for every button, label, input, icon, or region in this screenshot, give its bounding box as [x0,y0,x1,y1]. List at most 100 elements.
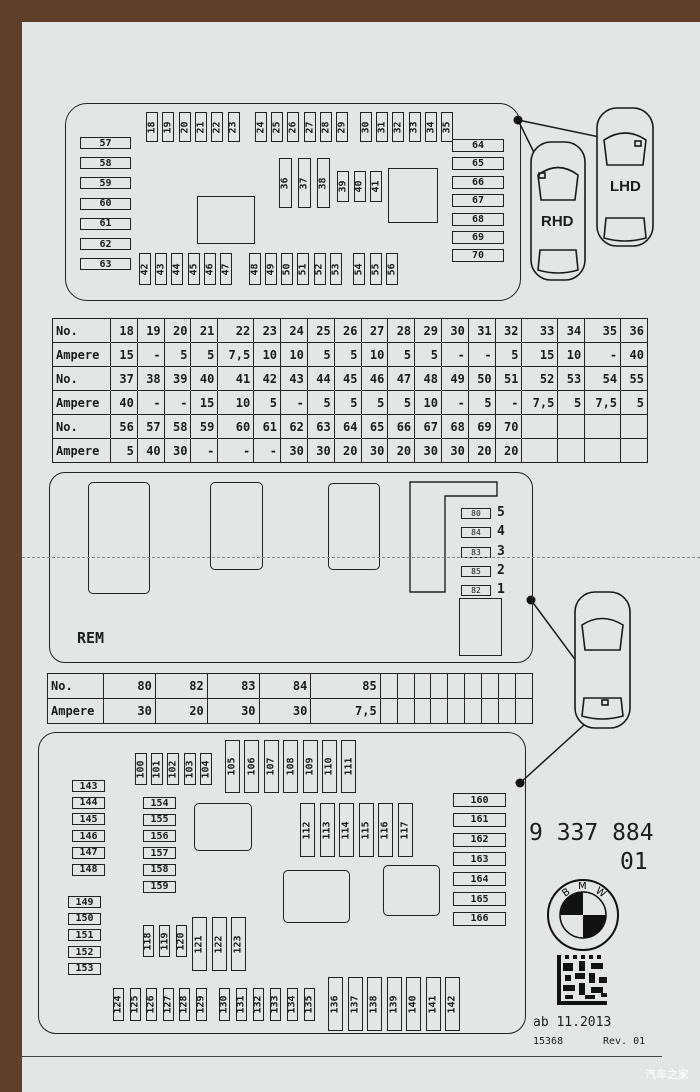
fuse-number: 150 [75,913,94,925]
fuse-number: 32 [392,120,404,134]
fuse-slot: 66 [452,175,504,189]
slot-position: 5 [497,505,505,520]
fuse-number: 138 [369,994,380,1014]
fuse-slot: 117 [397,803,413,857]
fuse-slot: 30 [359,112,372,142]
table-cell: 40 [620,342,648,367]
fuse-number: 121 [194,934,205,954]
fuse-number: 109 [304,757,316,776]
fuse-slot: 37 [298,158,311,208]
fuse-slot: 31 [375,112,388,142]
fuse-slot: 135 [304,988,315,1021]
table-cell [447,673,466,699]
fuse-number: 54 [353,262,365,276]
fuse-number: 116 [380,820,391,840]
fuse-slot: 24 [254,112,267,142]
table-cell [620,438,648,463]
fuse-slot: 150 [68,912,101,925]
fuse-number: 110 [324,757,335,776]
table-cell: 30 [360,438,389,463]
table-cell: 62 [280,414,308,439]
fuse-slot: 136 [328,977,343,1031]
relay-block [194,803,252,851]
fuse-slot: 65 [452,157,504,171]
fuse-number: 153 [75,963,94,975]
table-cell: 20 [154,698,208,724]
table-cell: 26 [333,318,362,343]
fuse-number: 103 [184,759,196,779]
fuse-slot: 138 [367,977,382,1031]
fuse-number: 141 [427,994,439,1014]
fuse-slot: 22 [211,112,224,142]
fuse-number: 140 [408,994,419,1014]
car-rhd-icon [530,141,586,281]
fuse-slot: 29 [336,112,349,142]
table-cell: 5 [620,390,648,415]
fuse-number: 139 [388,994,400,1014]
fuse-number: 20 [179,120,191,134]
table-cell [464,698,483,724]
fuse-number: 40 [354,180,366,193]
table-cell: 47 [387,366,416,391]
fuse-slot: 102 [167,753,180,785]
fuse-number: 65 [471,158,485,170]
table-cell [514,673,534,699]
table-cell: 30 [258,698,312,724]
fuse-number: 148 [79,864,98,875]
fuse-number: 165 [470,893,489,905]
fuse-number: 34 [425,120,437,134]
fuse-slot: 113 [319,803,335,857]
part-number: 9 337 884 [529,820,654,846]
table-cell: 84 [258,673,312,699]
fuse-number: 151 [75,929,94,941]
table-cell: 30 [280,438,308,463]
fuse-slot: 53 [329,253,342,285]
fuse-slot: 153 [68,962,101,975]
fuse-slot: 57 [80,137,131,149]
fuse-number: 39 [337,180,349,193]
fuse-number: 52 [314,262,326,276]
table-cell: 30 [163,438,192,463]
slot-position: 4 [497,524,505,540]
revision: Rev. 01 [603,1036,646,1047]
fuse-number: 149 [75,896,94,908]
fuse-number: 85 [471,566,481,576]
relay-block [459,598,502,656]
fuse-number: 62 [99,238,112,250]
bmw-logo: B M W [547,879,619,951]
fuse-slot: 51 [297,253,310,285]
fuse-number: 155 [150,814,169,826]
fuse-slot: 163 [453,852,506,867]
fuse-number: 46 [204,262,216,276]
fuse-number: 23 [228,120,240,134]
fuse-number: 55 [370,262,382,276]
table-cell: 83 [206,673,260,699]
fuse-slot: 157 [143,847,176,860]
table-cell [464,673,483,699]
fuse-number: 59 [99,177,112,189]
fuse-slot: 46 [203,253,216,285]
fuse-number: 82 [471,586,481,596]
table-cell: 19 [136,318,165,343]
fuse-number: 48 [249,262,261,276]
fuse-slot: 129 [195,988,207,1021]
rhd-label: RHD [541,213,574,230]
car-lhd-icon [596,107,654,247]
fuse-slot: 38 [317,158,330,208]
svg-text:M: M [578,881,587,892]
fuse-number: 136 [330,994,341,1014]
fuse-number: 21 [195,120,207,134]
table-cell [514,698,534,724]
fuse-slot: 19 [162,112,175,142]
table-cell: 30 [206,698,260,724]
fuse-slot: 41 [370,171,382,202]
table-cell: 50 [467,366,496,391]
fuse-number: 42 [139,262,151,276]
table-cell: 30 [414,438,442,463]
table-cell: - [280,390,308,415]
fuse-slot: 39 [337,171,349,202]
row-header: No. [47,673,104,699]
table-cell: 20 [387,438,416,463]
part-number-suffix: 01 [620,849,648,875]
